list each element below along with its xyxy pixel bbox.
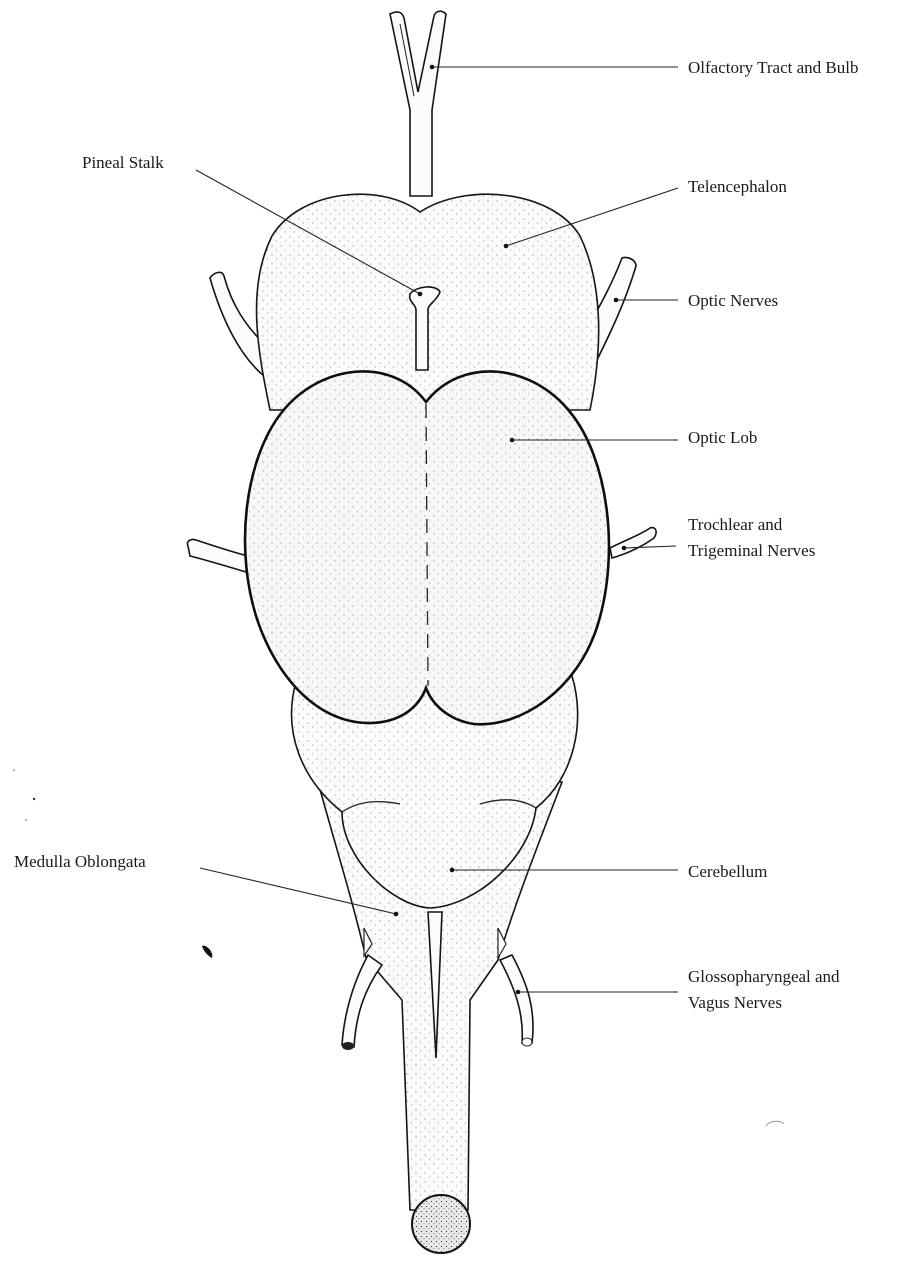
olfactory-tract-and-bulb xyxy=(390,11,446,196)
label-trochlear-line1: Trochlear and xyxy=(688,515,783,534)
label-optic-lob: Optic Lob xyxy=(688,428,757,447)
label-olfactory: Olfactory Tract and Bulb xyxy=(688,58,858,77)
label-optic-nerves: Optic Nerves xyxy=(688,291,778,310)
spinal-cord-end xyxy=(412,1195,470,1253)
label-telencephalon: Telencephalon xyxy=(688,177,787,196)
label-glosso-line1: Glossopharyngeal and xyxy=(688,967,840,986)
label-trochlear-line2: Trigeminal Nerves xyxy=(688,541,815,560)
optic-lobes xyxy=(245,371,609,724)
label-pineal-stalk: Pineal Stalk xyxy=(82,153,164,172)
label-medulla-oblongata: Medulla Oblongata xyxy=(14,852,146,871)
label-glosso-line2: Vagus Nerves xyxy=(688,993,782,1012)
label-cerebellum: Cerebellum xyxy=(688,862,767,881)
